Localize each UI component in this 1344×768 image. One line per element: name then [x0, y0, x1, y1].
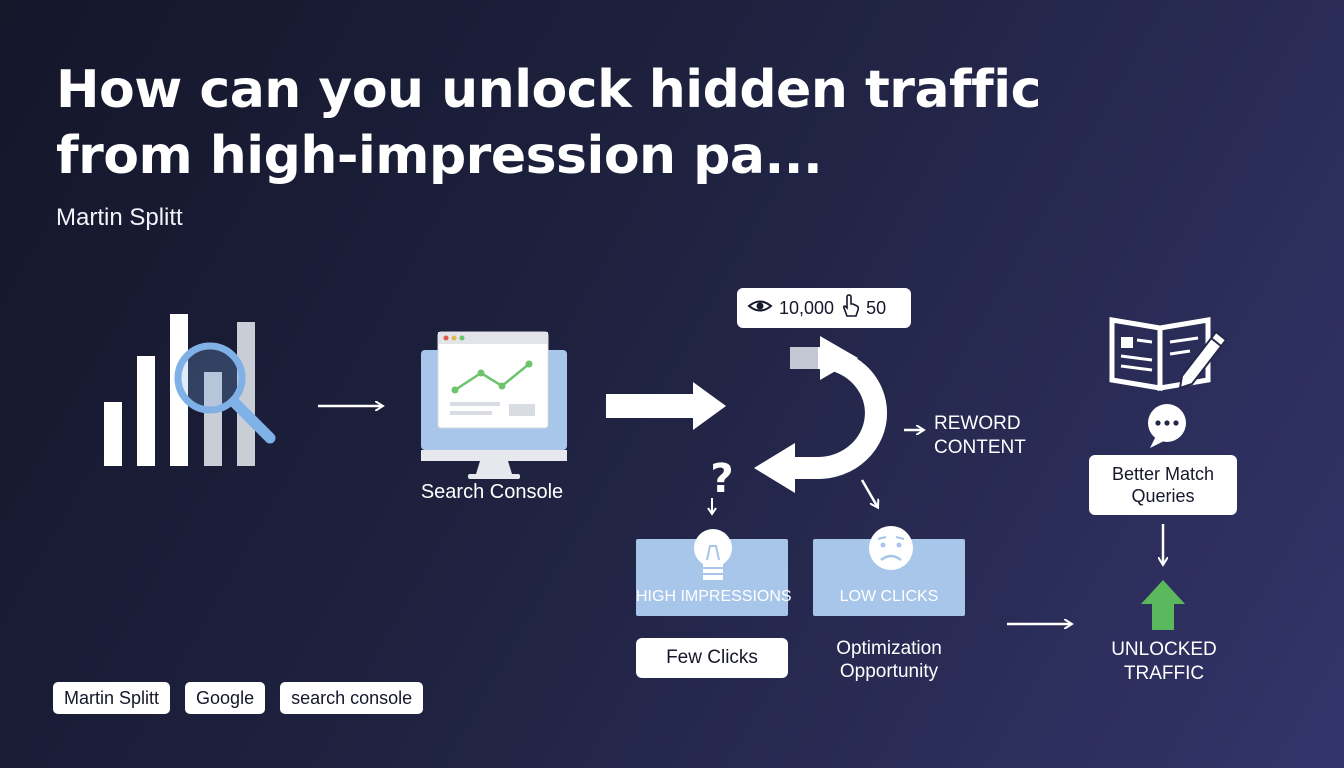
- reword-content-label: REWORD CONTENT: [934, 412, 1026, 460]
- metrics-card: 10,000 50: [737, 288, 911, 328]
- unlocked-traffic-label: UNLOCKED TRAFFIC: [1088, 638, 1240, 686]
- low-clicks-card: [813, 539, 965, 616]
- low-clicks-label: LOW CLICKS: [839, 588, 939, 605]
- low-clicks-arrow: [860, 479, 877, 506]
- unlocked-line2: TRAFFIC: [1123, 663, 1205, 684]
- lightbulb-icon: [694, 529, 732, 580]
- tag-google[interactable]: Google: [185, 682, 266, 714]
- few-clicks-card: Few Clicks: [636, 638, 788, 678]
- tag-list: Martin Splitt Google search console: [53, 682, 424, 714]
- title-line-1: How can you unlock hidden traffic: [56, 60, 1041, 120]
- question-mark-icon: ?: [710, 456, 733, 502]
- reword-label-line2: CONTENT: [934, 437, 1026, 458]
- clicks-value: 50: [866, 298, 887, 318]
- tag-search-console[interactable]: search console: [280, 682, 424, 714]
- green-up-arrow-icon: [1141, 580, 1185, 630]
- tag-martin-splitt[interactable]: Martin Splitt: [53, 682, 171, 714]
- bar-chart-magnifier-icon: [104, 314, 276, 466]
- search-console-label: Search Console: [420, 481, 564, 503]
- sad-face-icon: [869, 526, 913, 570]
- high-impressions-label: HIGH IMPRESSIONS: [636, 588, 792, 605]
- optimization-opportunity-label: Optimization Opportunity: [813, 637, 965, 683]
- eye-icon: [747, 296, 773, 321]
- better-match-line1: Better Match: [1111, 464, 1215, 484]
- unlocked-line1: UNLOCKED: [1111, 639, 1217, 660]
- impressions-value: 10,000: [779, 298, 835, 318]
- pointer-hand-icon: [838, 293, 862, 323]
- author-name: Martin Splitt: [56, 204, 183, 231]
- optimization-line2: Opportunity: [839, 661, 939, 682]
- book-pencil-icon: [1109, 317, 1228, 391]
- flow-arrow-2: [606, 382, 726, 430]
- optimization-line1: Optimization: [836, 638, 942, 659]
- better-match-queries-card: Better Match Queries: [1089, 455, 1237, 515]
- better-match-line2: Queries: [1131, 486, 1195, 506]
- title-line-2: from high-impression pa...: [56, 126, 823, 186]
- search-console-monitor-icon: [421, 331, 567, 479]
- speech-bubble-icon: [1148, 404, 1186, 448]
- u-turn-arrow-icon: [754, 336, 887, 493]
- reword-label-line1: REWORD: [934, 413, 1021, 434]
